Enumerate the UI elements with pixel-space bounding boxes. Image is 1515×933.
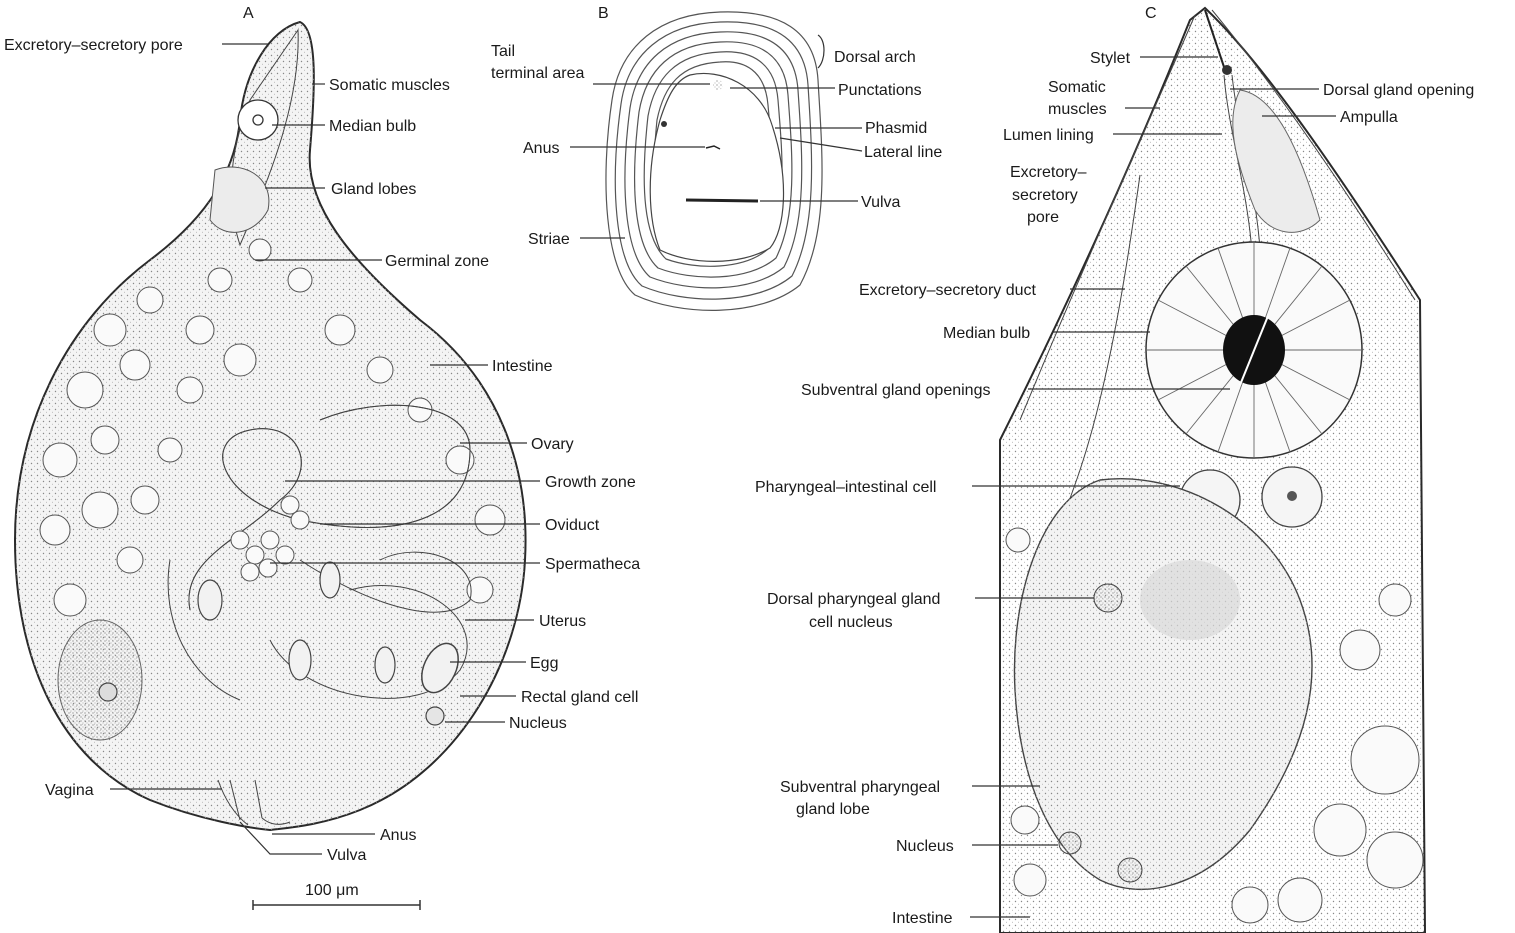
- label-spermatheca: Spermatheca: [545, 556, 640, 573]
- label-dorsal-nucleus-line2: cell nucleus: [809, 614, 893, 631]
- label-somatic-line2: muscles: [1048, 101, 1107, 118]
- label-phasmid: Phasmid: [865, 120, 927, 137]
- label-subventral-lobe-line2: gland lobe: [796, 801, 870, 818]
- label-anus-b: Anus: [523, 140, 559, 157]
- vulva-slit: [686, 200, 758, 201]
- label-uterus: Uterus: [539, 613, 586, 630]
- label-intestine-a: Intestine: [492, 358, 553, 375]
- label-growth-zone: Growth zone: [545, 474, 636, 491]
- panel-c: C: [755, 5, 1474, 933]
- panel-c-letter: C: [1145, 5, 1157, 22]
- label-excretory-line3: pore: [1027, 209, 1059, 226]
- label-gland-lobes: Gland lobes: [331, 181, 416, 198]
- label-somatic-line1: Somatic: [1048, 79, 1106, 96]
- perineal-pattern: [606, 12, 822, 310]
- label-dorsal-gland-opening: Dorsal gland opening: [1323, 82, 1474, 99]
- label-excretory-line1: Excretory–: [1010, 164, 1087, 181]
- label-excretory-duct: Excretory–secretory duct: [859, 282, 1037, 299]
- label-intestine-c: Intestine: [892, 910, 953, 927]
- dorsal-gland-nucleus: [1094, 584, 1122, 612]
- panel-b-letter: B: [598, 5, 609, 22]
- label-striae: Striae: [528, 231, 570, 248]
- label-vulva-a: Vulva: [327, 847, 367, 864]
- label-dorsal-arch: Dorsal arch: [834, 49, 916, 66]
- label-vagina: Vagina: [45, 782, 94, 799]
- scale-bar-label: 100 μm: [305, 882, 359, 899]
- label-lumen-lining: Lumen lining: [1003, 127, 1094, 144]
- panel-b: B Tail terminal area Dorsal arch: [491, 5, 942, 310]
- label-excretory-line2: secretory: [1012, 187, 1078, 204]
- panel-a-letter: A: [243, 5, 254, 22]
- label-germinal-zone: Germinal zone: [385, 253, 489, 270]
- label-excretory-pore-a: Excretory–secretory pore: [4, 37, 183, 54]
- label-tail-line2: terminal area: [491, 65, 584, 82]
- label-ovary: Ovary: [531, 436, 574, 453]
- label-subventral-openings: Subventral gland openings: [801, 382, 990, 399]
- label-punctations: Punctations: [838, 82, 922, 99]
- label-stylet: Stylet: [1090, 50, 1131, 67]
- median-bulb-a: [238, 100, 278, 140]
- label-egg: Egg: [530, 655, 558, 672]
- median-bulb-c: [1146, 242, 1362, 458]
- label-median-bulb-c: Median bulb: [943, 325, 1030, 342]
- label-somatic-muscles-a: Somatic muscles: [329, 77, 450, 94]
- label-vulva-b: Vulva: [861, 194, 901, 211]
- label-lateral-line: Lateral line: [864, 144, 942, 161]
- nucleus-a: [426, 707, 444, 725]
- label-dorsal-nucleus-line1: Dorsal pharyngeal gland: [767, 591, 940, 608]
- label-pharyngeal-intestinal: Pharyngeal–intestinal cell: [755, 479, 936, 496]
- label-nucleus-c: Nucleus: [896, 838, 954, 855]
- label-anus-a: Anus: [380, 827, 416, 844]
- label-rectal-gland-cell: Rectal gland cell: [521, 689, 638, 706]
- label-oviduct: Oviduct: [545, 517, 600, 534]
- label-subventral-lobe-line1: Subventral pharyngeal: [780, 779, 940, 796]
- label-tail-line1: Tail: [491, 43, 515, 60]
- label-median-bulb-a: Median bulb: [329, 118, 416, 135]
- scale-bar: 100 μm: [253, 882, 420, 910]
- label-nucleus-a: Nucleus: [509, 715, 567, 732]
- rectal-gland-cell: [58, 620, 142, 740]
- label-ampulla: Ampulla: [1340, 109, 1398, 126]
- subventral-nucleus: [1059, 832, 1081, 854]
